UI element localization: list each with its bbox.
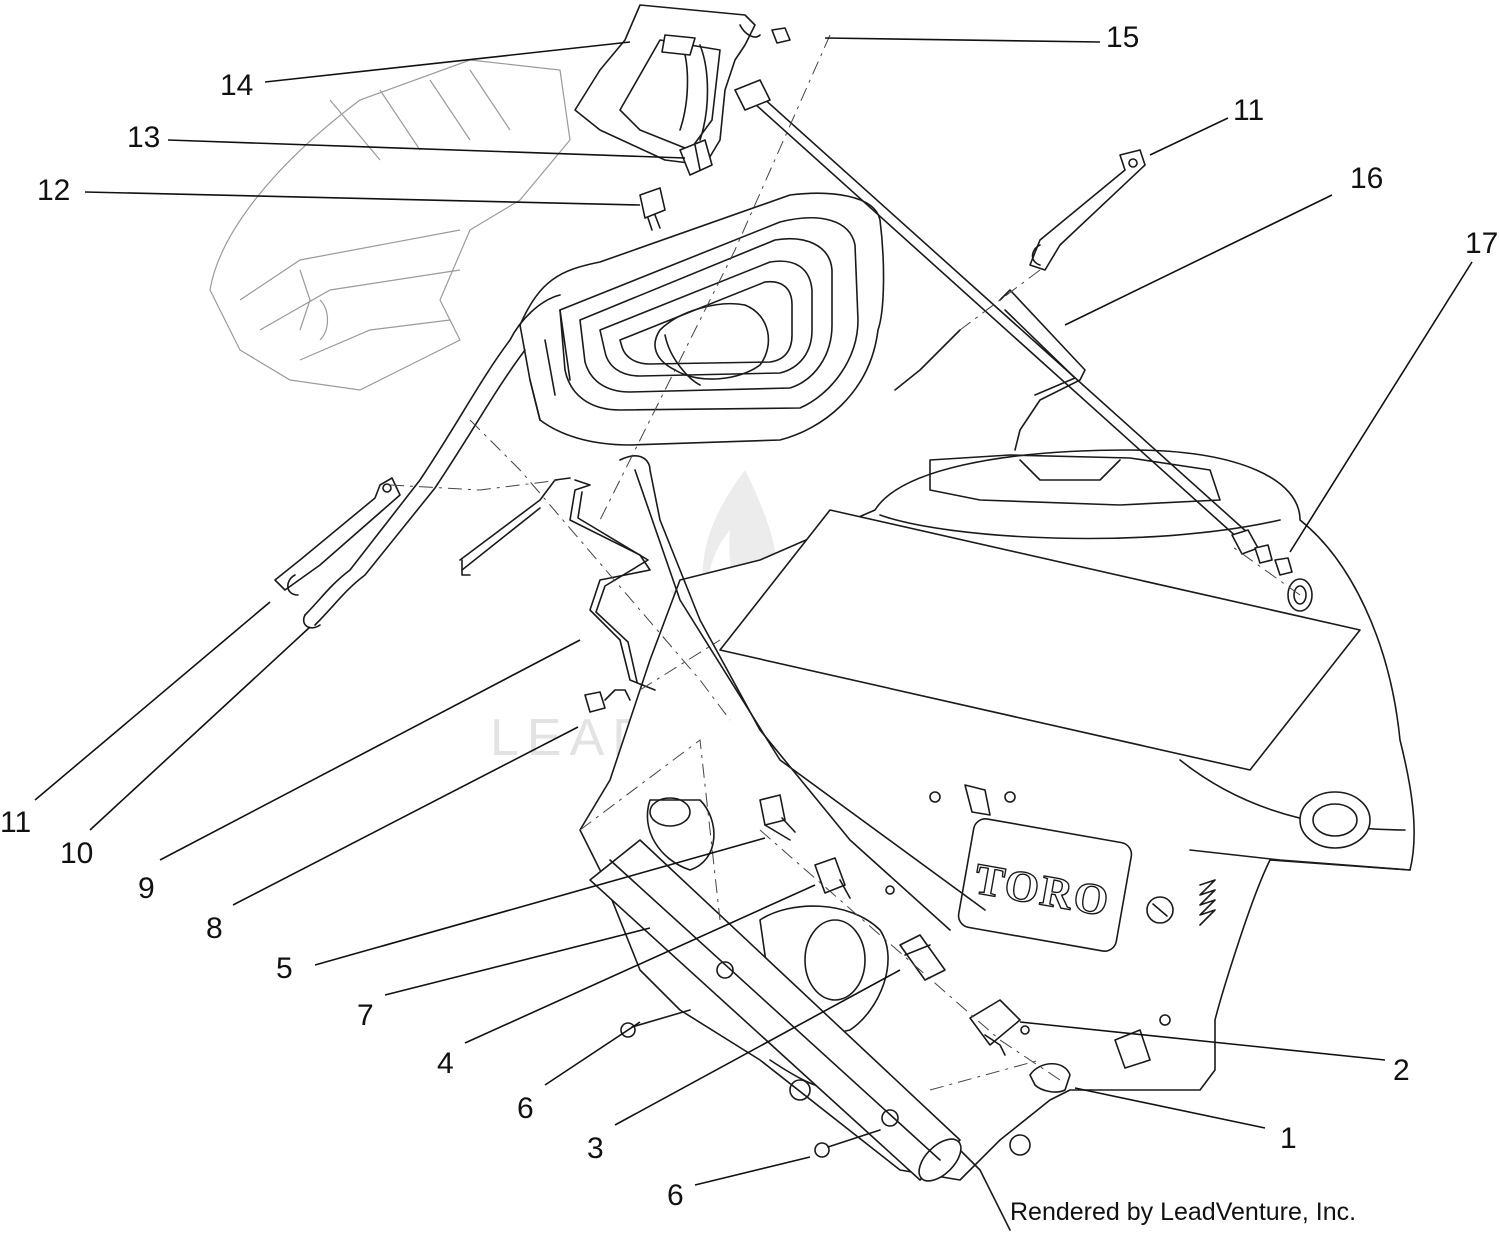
callout-11-left: 11 bbox=[0, 806, 31, 839]
callout-6-bottom: 6 bbox=[667, 1179, 684, 1212]
callout-15: 15 bbox=[1106, 21, 1139, 54]
linkage-rods bbox=[302, 289, 1086, 931]
callout-3: 3 bbox=[587, 1132, 604, 1165]
callout-17: 17 bbox=[1465, 227, 1498, 260]
leader-lines bbox=[34, 37, 1473, 1186]
render-credit: Rendered by LeadVenture, Inc. bbox=[1010, 1198, 1356, 1226]
fittings bbox=[274, 27, 1313, 1158]
hidden-lines bbox=[389, 34, 1301, 1091]
air-cleaner bbox=[519, 192, 885, 446]
callout-7: 7 bbox=[357, 999, 374, 1032]
callout-1: 1 bbox=[1280, 1122, 1297, 1155]
carburetor-bracket bbox=[574, 4, 761, 166]
callout-16: 16 bbox=[1350, 162, 1383, 195]
muffler-tube bbox=[589, 839, 962, 1182]
background-assembly bbox=[209, 59, 571, 391]
callout-5: 5 bbox=[276, 952, 293, 985]
throttle-cable bbox=[734, 79, 1259, 555]
callout-10: 10 bbox=[60, 837, 93, 870]
callout-14: 14 bbox=[220, 69, 253, 102]
callout-9: 9 bbox=[138, 872, 155, 905]
callout-2: 2 bbox=[1393, 1054, 1410, 1087]
callout-6-middle: 6 bbox=[517, 1092, 534, 1125]
callout-11-top: 11 bbox=[1233, 94, 1264, 127]
callout-8: 8 bbox=[206, 912, 223, 945]
brand-badge bbox=[957, 818, 1133, 952]
callout-labels: 14 15 13 12 11 16 17 11 10 9 8 5 7 4 6 3… bbox=[0, 21, 1498, 1212]
callout-13: 13 bbox=[127, 121, 160, 154]
callout-12: 12 bbox=[37, 174, 70, 207]
lower-assembly bbox=[646, 797, 1031, 1231]
callout-4: 4 bbox=[437, 1047, 454, 1080]
